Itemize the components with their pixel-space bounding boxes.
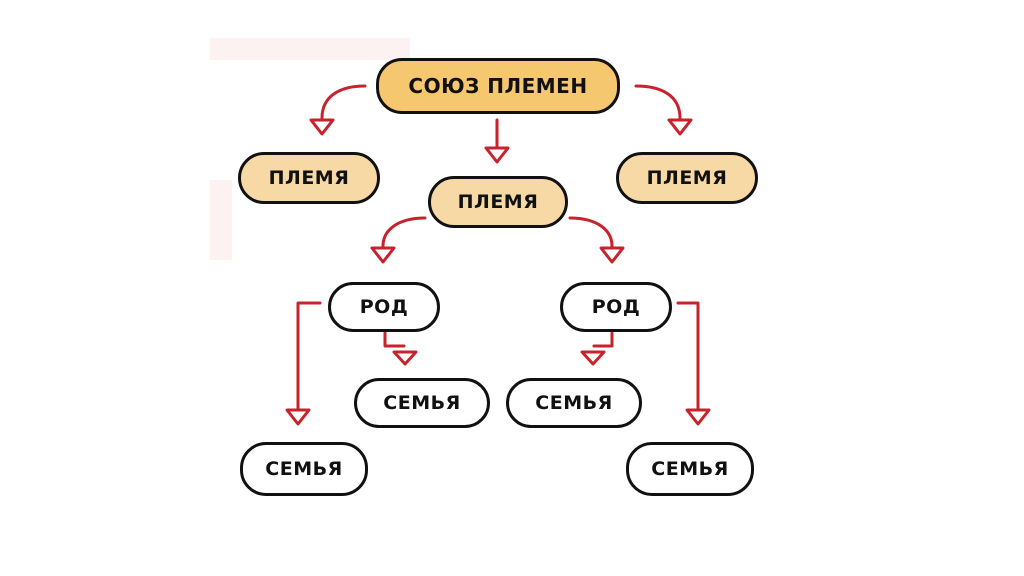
node-clan-left: РОД — [328, 282, 440, 332]
node-tribe-right: ПЛЕМЯ — [616, 152, 758, 204]
background-wash-top — [210, 38, 410, 60]
background-wash-left — [210, 180, 232, 260]
arrow-right-clan-to-inner-family — [580, 331, 614, 366]
node-family-inner-right: СЕМЬЯ — [506, 378, 642, 428]
arrow-root-to-center-tribe — [484, 118, 510, 164]
node-family-far-right: СЕМЬЯ — [626, 442, 754, 496]
arrow-left-clan-to-inner-family — [383, 331, 418, 366]
arrow-root-to-right-tribe — [634, 84, 693, 136]
node-family-far-left: СЕМЬЯ — [240, 442, 368, 496]
arrow-left-clan-to-far-family — [285, 301, 322, 426]
node-tribe-center: ПЛЕМЯ — [428, 176, 568, 228]
node-clan-right: РОД — [560, 282, 672, 332]
arrow-tribe-to-right-clan — [568, 216, 625, 264]
arrow-tribe-to-left-clan — [370, 216, 427, 264]
node-tribe-left: ПЛЕМЯ — [238, 152, 380, 204]
arrow-right-clan-to-far-family — [676, 301, 711, 426]
node-tribal-union: СОЮЗ ПЛЕМЕН — [376, 58, 620, 114]
arrow-root-to-left-tribe — [309, 84, 367, 136]
node-family-inner-left: СЕМЬЯ — [354, 378, 490, 428]
